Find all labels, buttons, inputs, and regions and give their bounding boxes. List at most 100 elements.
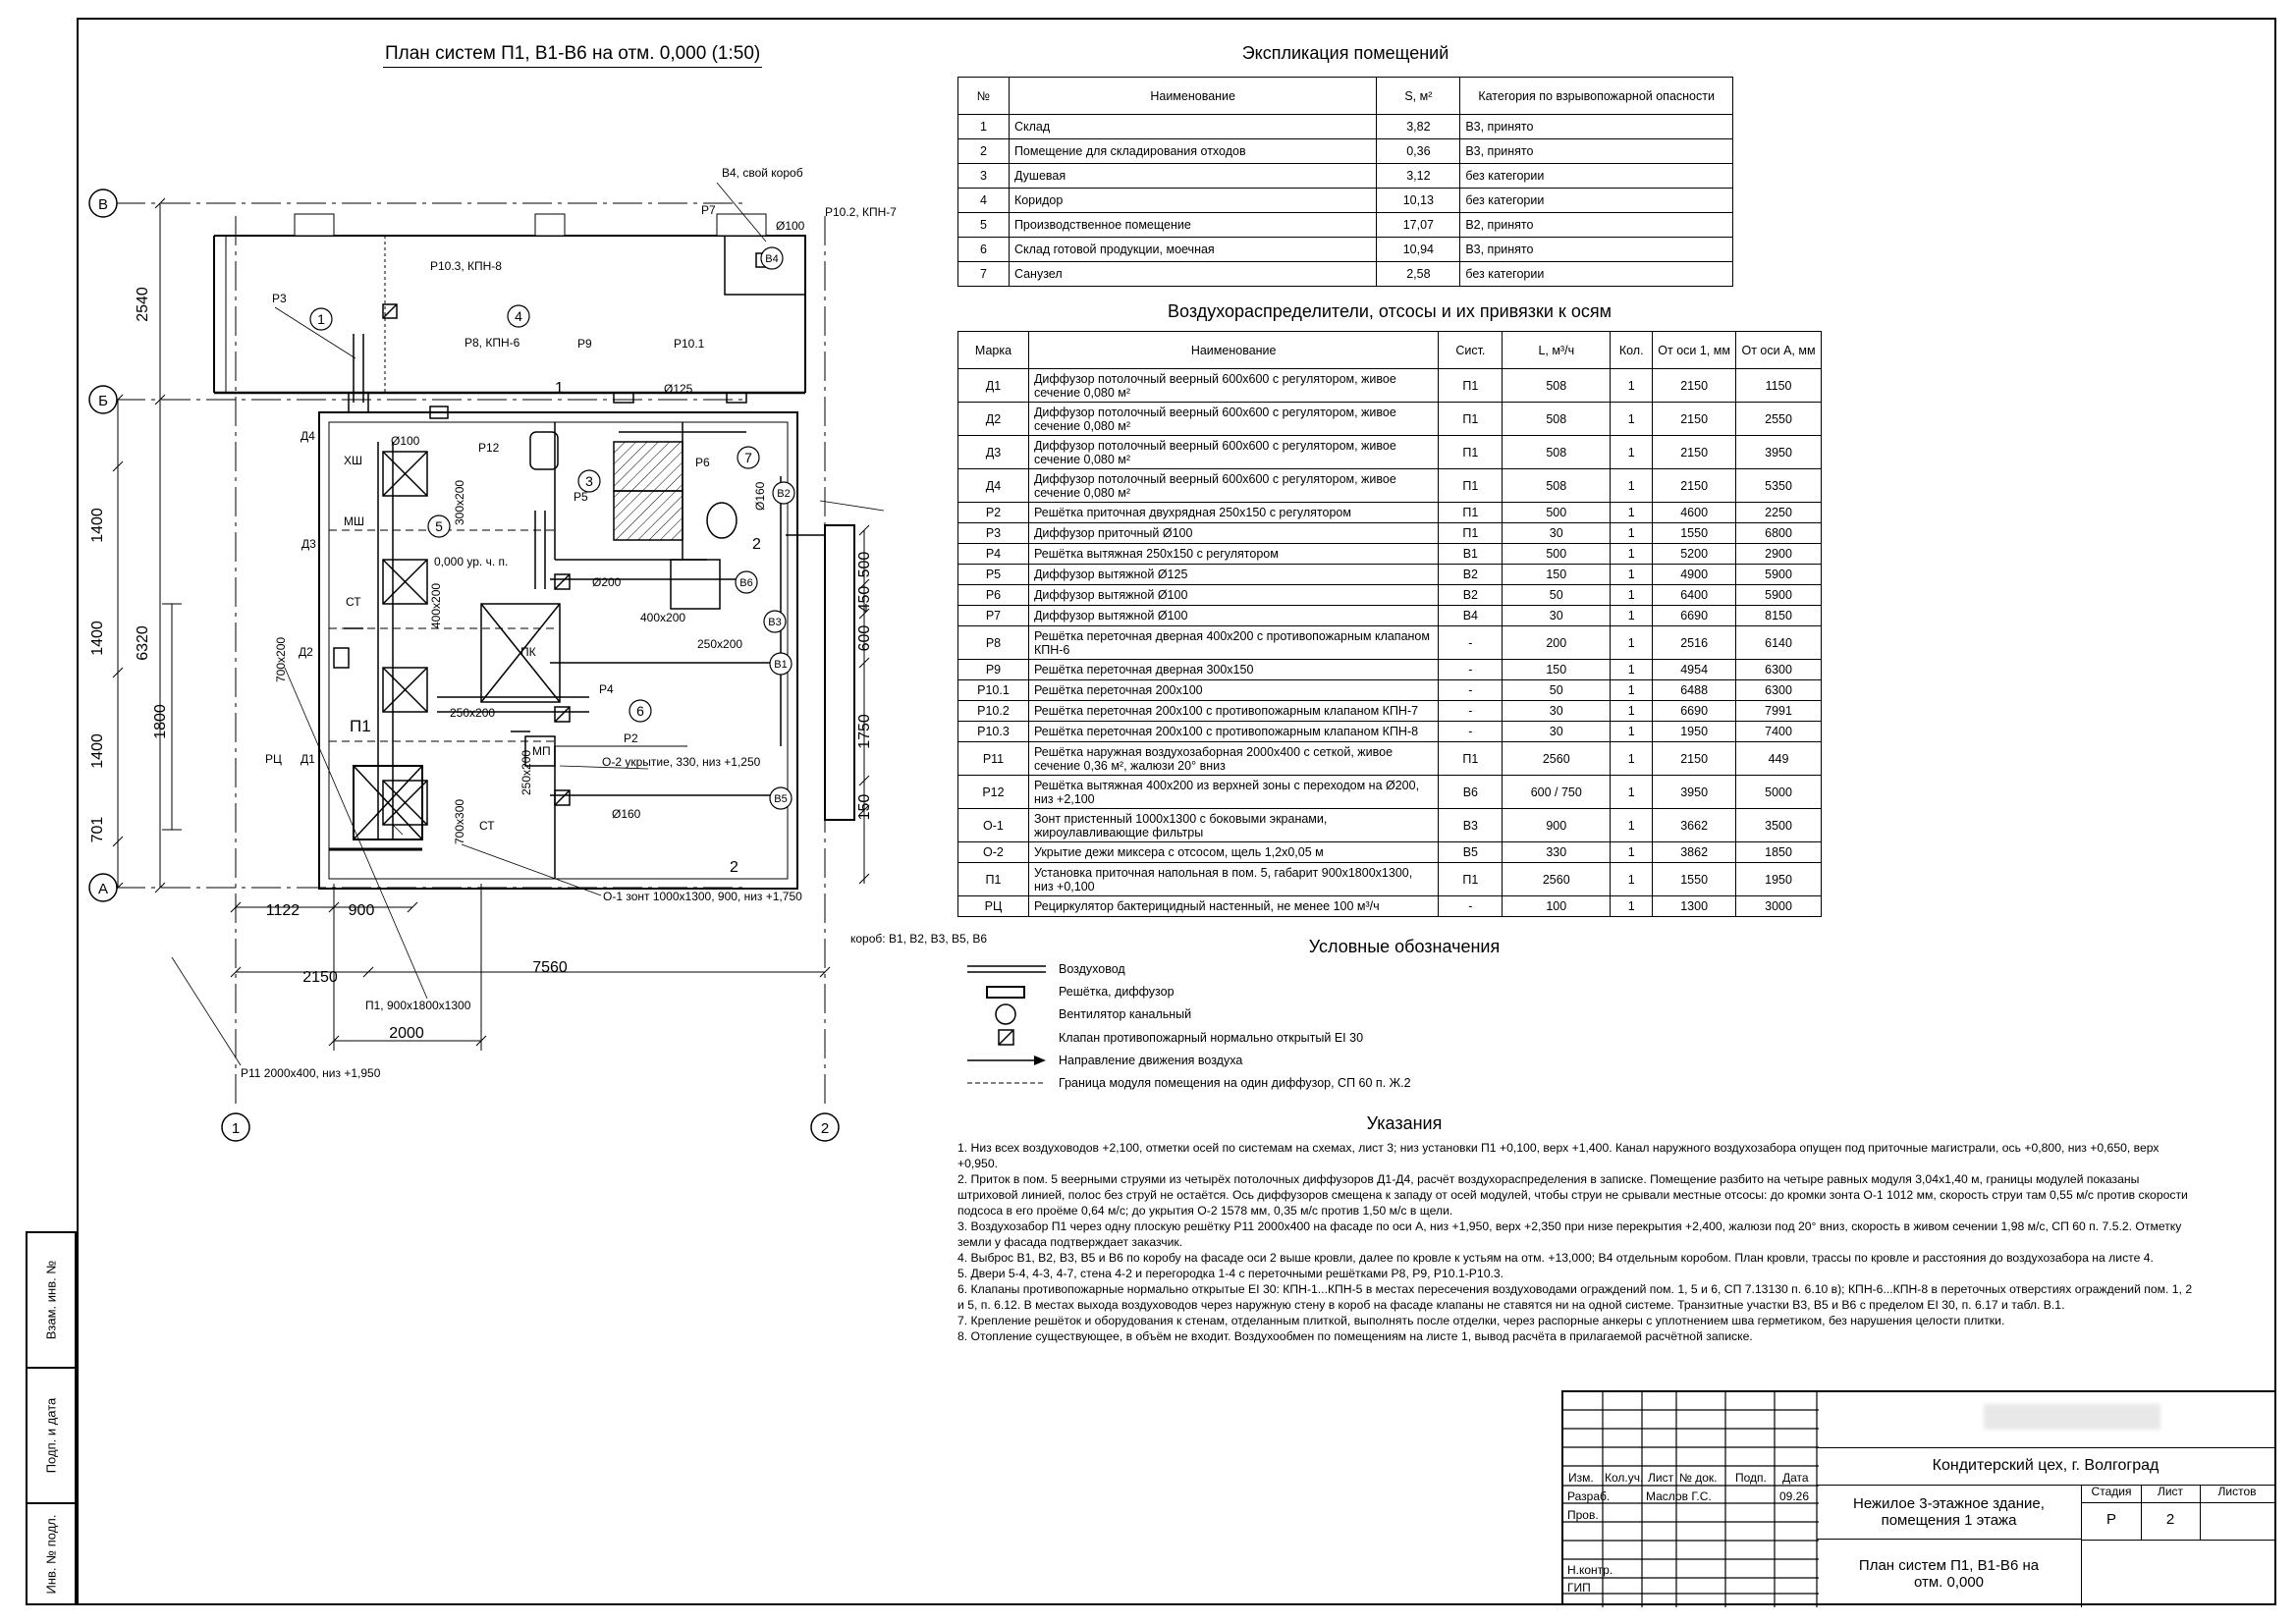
axis-label-2: 2: [821, 1120, 829, 1137]
svg-text:7560: 7560: [532, 959, 568, 976]
blurred-code-field: [1817, 1392, 2274, 1448]
terminals-cell: 1950: [1735, 862, 1822, 896]
terminals-cell: 2150: [1652, 368, 1737, 403]
terminals-cell: В1: [1438, 543, 1503, 565]
terminals-cell: 2150: [1652, 468, 1737, 503]
terminals-cell: 5200: [1652, 543, 1737, 565]
terminals-cell: 1: [1610, 625, 1654, 660]
terminals-cell: 1: [1610, 543, 1654, 565]
svg-text:Р8, КПН-6: Р8, КПН-6: [465, 336, 520, 350]
stage-grid: Стадия Лист Листов Р 2: [2082, 1485, 2274, 1541]
legend-item-dash: Граница модуля помещения на один диффузо…: [957, 1072, 1458, 1094]
role-check: Пров.: [1567, 1508, 1599, 1522]
terminals-table: Марка Наименование Сист. L, м³/ч Кол. От…: [957, 331, 1822, 917]
terminals-cell: Р10.3: [957, 721, 1029, 742]
terminals-cell: 3662: [1652, 808, 1737, 842]
terminals-header: От оси 1, мм: [1652, 331, 1737, 369]
legend-text: Вентилятор канальный: [1059, 1007, 1192, 1021]
terminals-cell: Р7: [957, 605, 1029, 626]
svg-text:2540: 2540: [135, 287, 151, 322]
terminals-cell: Д4: [957, 468, 1029, 503]
terminals-header: Кол.: [1610, 331, 1654, 369]
note-item: 2. Приток в пом. 5 веерными струями из ч…: [957, 1172, 2188, 1218]
terminals-cell: Решётка переточная дверная 400х200 с про…: [1027, 625, 1440, 660]
svg-text:1: 1: [317, 311, 325, 327]
rooms-cell: Санузел: [1008, 261, 1378, 287]
svg-text:Ø100: Ø100: [776, 219, 805, 233]
terminals-cell: Решётка переточная 200х100 с противопожа…: [1027, 721, 1440, 742]
rooms-cell: Производственное помещение: [1008, 212, 1378, 238]
svg-text:1750: 1750: [856, 714, 873, 749]
rooms-table: № Наименование S, м² Категория по взрыво…: [957, 77, 1733, 287]
svg-text:Р10.3, КПН-8: Р10.3, КПН-8: [430, 259, 502, 273]
terminals-cell: Решётка переточная 200х100 с противопожа…: [1027, 700, 1440, 722]
author-name: Маслов Г.С.: [1646, 1489, 1712, 1503]
svg-text:В4: В4: [765, 253, 778, 265]
terminals-cell: 6300: [1735, 659, 1822, 680]
terminals-cell: 7400: [1735, 721, 1822, 742]
rooms-cell: без категории: [1459, 261, 1733, 287]
svg-text:2: 2: [752, 536, 761, 553]
svg-text:Р3: Р3: [272, 292, 287, 305]
note-item: 7. Крепление решёток и оборудования к ст…: [957, 1314, 2005, 1327]
rooms-cell: Склад: [1008, 114, 1378, 139]
terminals-cell: Д3: [957, 435, 1029, 469]
rooms-header: №: [957, 77, 1010, 115]
rooms-header: S, м²: [1376, 77, 1461, 115]
svg-text:700x200: 700x200: [274, 637, 288, 682]
terminals-cell: Решётка вытяжная 250х150 с регулятором: [1027, 543, 1440, 565]
dashed-line-icon: [967, 1082, 1046, 1084]
terminals-cell: -: [1438, 721, 1503, 742]
terminals-cell: 2150: [1652, 402, 1737, 436]
terminals-cell: 5000: [1735, 775, 1822, 809]
rooms-cell: 2: [957, 138, 1010, 164]
svg-text:250x200: 250x200: [450, 706, 495, 720]
svg-text:Ø160: Ø160: [612, 807, 641, 821]
svg-text:400x200: 400x200: [640, 611, 685, 624]
terminals-cell: 600 / 750: [1502, 775, 1612, 809]
rooms-cell: В2, принято: [1459, 212, 1733, 238]
legend-text: Воздуховод: [1059, 962, 1125, 976]
note-item: 8. Отопление существующее, в объём не вх…: [957, 1329, 1753, 1343]
note-item: 4. Выброс В1, В2, В3, В5 и В6 по коробу …: [957, 1251, 2154, 1265]
terminals-cell: 100: [1502, 895, 1612, 917]
terminals-cell: Д2: [957, 402, 1029, 436]
svg-text:6: 6: [636, 703, 644, 719]
svg-text:1: 1: [555, 380, 564, 397]
rooms-cell: 3,82: [1376, 114, 1461, 139]
svg-text:короб: В1, В2, В3, В5, В6: короб: В1, В2, В3, В5, В6: [850, 932, 987, 946]
title-block: Изм. Кол.уч. Лист № док. Подп. Дата Разр…: [1561, 1390, 2276, 1607]
legend-text: Граница модуля помещения на один диффузо…: [1059, 1076, 1411, 1090]
terminals-cell: 3500: [1735, 808, 1822, 842]
terminals-cell: Зонт пристенный 1000х1300 с боковыми экр…: [1027, 808, 1440, 842]
terminals-cell: Диффузор вытяжной Ø100: [1027, 584, 1440, 606]
terminals-cell: 1: [1610, 659, 1654, 680]
svg-text:250x200: 250x200: [519, 750, 533, 795]
rooms-cell: 10,13: [1376, 188, 1461, 213]
terminals-cell: Р4: [957, 543, 1029, 565]
arrow-right-icon: [967, 1056, 1046, 1065]
terminals-cell: 2550: [1735, 402, 1822, 436]
rooms-cell: без категории: [1459, 188, 1733, 213]
terminals-cell: 900: [1502, 808, 1612, 842]
rooms-title: Экспликация помещений: [1241, 43, 1449, 63]
terminals-cell: В6: [1438, 775, 1503, 809]
terminals-cell: 3862: [1652, 841, 1737, 863]
terminals-cell: 6300: [1735, 679, 1822, 701]
svg-text:1800: 1800: [152, 704, 169, 739]
wall-north: [214, 235, 806, 393]
svg-text:МШ: МШ: [344, 514, 364, 528]
legend-text: Клапан противопожарный нормально открыты…: [1059, 1031, 1364, 1045]
terminals-cell: 200: [1502, 625, 1612, 660]
svg-text:Д4: Д4: [301, 429, 315, 443]
terminals-cell: Диффузор потолочный веерный 600х600 с ре…: [1027, 368, 1440, 403]
terminals-cell: Р10.2: [957, 700, 1029, 722]
svg-text:250x200: 250x200: [697, 637, 742, 651]
